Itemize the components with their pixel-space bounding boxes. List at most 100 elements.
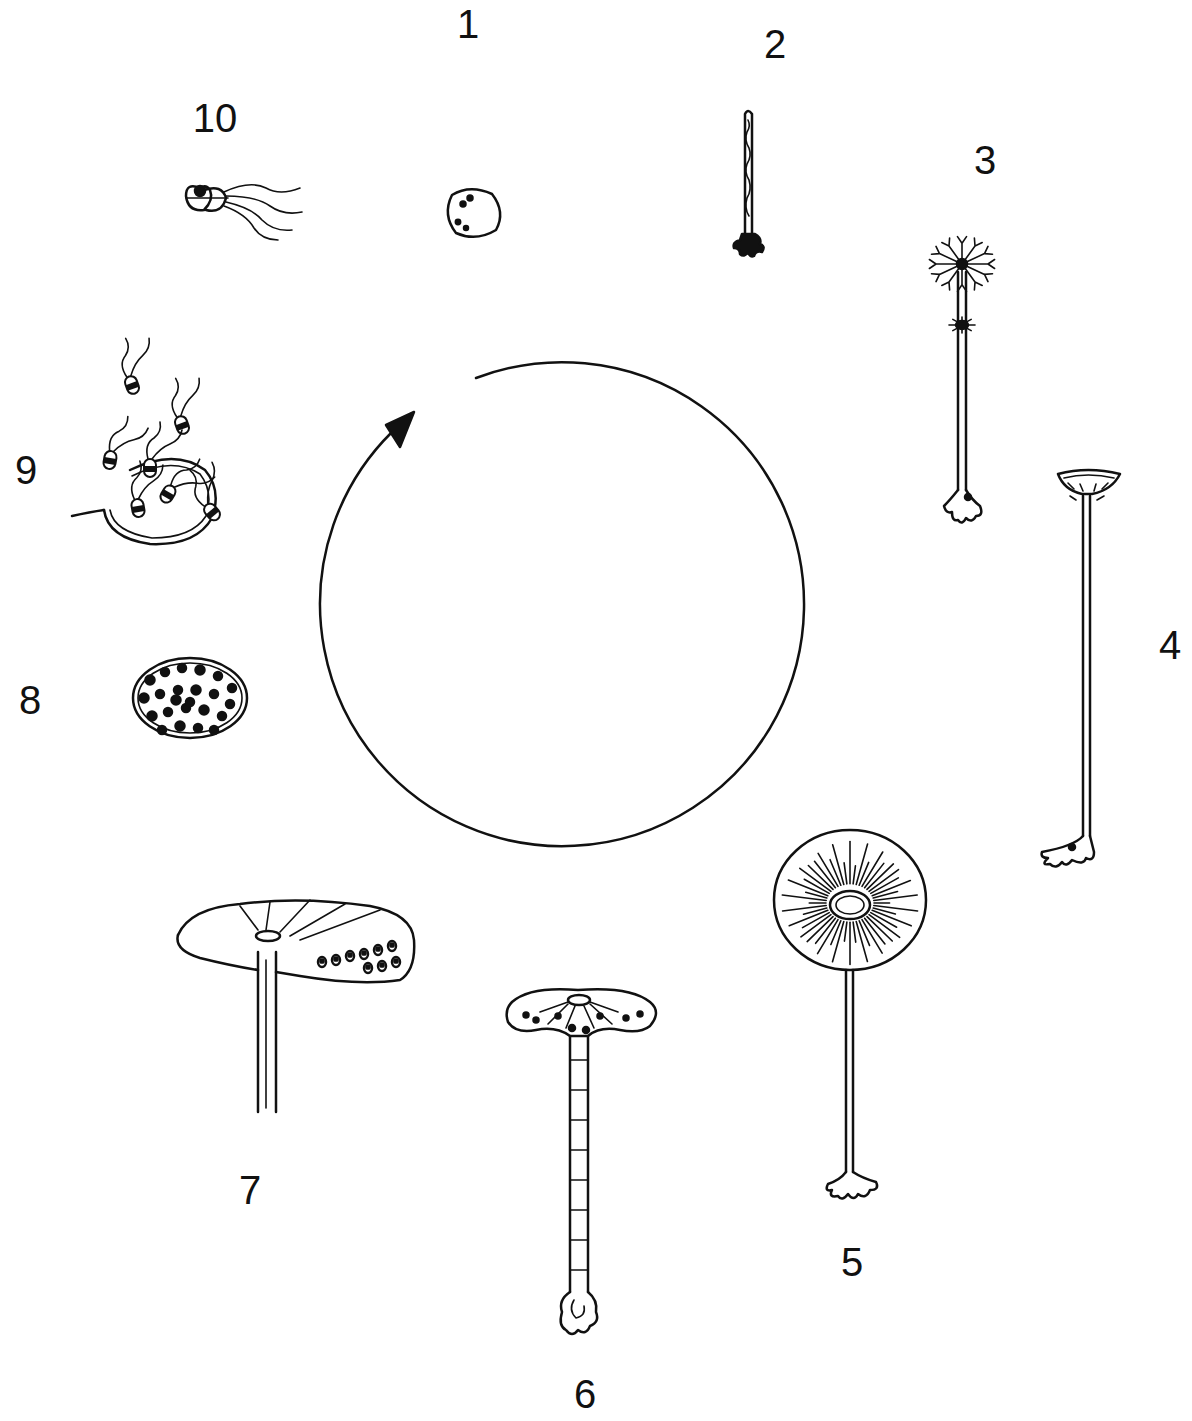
- illustration-stroke: [226, 700, 234, 708]
- illustration-stroke: [598, 1014, 603, 1019]
- illustration-stroke: [192, 686, 201, 695]
- illustration-stroke: [210, 690, 218, 698]
- illustration-stroke: [127, 461, 147, 500]
- illustration-stroke: [957, 268, 966, 291]
- illustration-stroke: [570, 1060, 588, 1270]
- illustration-stroke: [965, 494, 971, 500]
- illustration-stroke: [830, 891, 870, 919]
- illustration-stroke: [856, 922, 867, 962]
- callout-number: 1: [457, 4, 479, 44]
- illustration-stroke: [364, 963, 372, 973]
- illustration-stroke: [1064, 475, 1114, 478]
- illustration-stroke: [774, 830, 926, 970]
- callout-number: 2: [764, 24, 786, 64]
- illustration-stroke: [174, 686, 182, 694]
- illustration-stroke: [852, 970, 855, 1172]
- illustration-stroke: [186, 698, 194, 706]
- illustration-stroke: [204, 188, 226, 211]
- illustration-stroke: [388, 941, 396, 951]
- illustration-stroke: [782, 841, 917, 964]
- illustration-stroke: [348, 953, 351, 956]
- illustration-stroke: [456, 220, 460, 224]
- illustration-stroke: [334, 957, 337, 960]
- illustration-stroke: [378, 961, 386, 971]
- illustration-stroke: [461, 202, 466, 207]
- callout-number: 7: [239, 1170, 261, 1210]
- illustration-stroke: [147, 422, 161, 459]
- illustration-stroke: [200, 706, 209, 715]
- illustration-stroke: [957, 259, 967, 269]
- illustration-stroke: [174, 462, 214, 502]
- illustration-stroke: [257, 952, 260, 1112]
- cap-with-cysts: [177, 900, 414, 1112]
- illustration-stroke: [965, 267, 983, 290]
- illustration-stroke: [103, 450, 118, 470]
- illustration-stroke: [121, 338, 159, 376]
- illustration-stroke: [783, 906, 827, 911]
- illustration-stroke: [218, 712, 226, 720]
- illustration-stroke: [320, 959, 323, 962]
- illustration-stroke: [161, 668, 169, 676]
- illustration-stroke: [965, 272, 968, 490]
- callout-number: 10: [193, 98, 238, 138]
- illustration-stroke: [1058, 470, 1120, 494]
- illustration-stroke: [186, 197, 228, 199]
- illustration-stroke: [929, 259, 957, 268]
- young-stalk: [734, 111, 764, 257]
- illustration-stroke: [104, 459, 216, 544]
- illustration-stroke: [144, 466, 156, 472]
- callout-number: 5: [841, 1242, 863, 1282]
- illustration-stroke: [146, 676, 155, 685]
- illustration-stroke: [587, 1036, 590, 1292]
- illustration-stroke: [827, 1172, 877, 1199]
- illustration-stroke: [1042, 836, 1094, 867]
- illustration-stroke: [809, 902, 826, 904]
- illustration-stroke: [366, 965, 369, 968]
- cycle-arrow: [320, 362, 804, 846]
- illustration-stroke: [874, 895, 917, 900]
- illustration-stroke: [148, 712, 157, 721]
- illustration-stroke: [949, 317, 975, 333]
- callout-number: 6: [574, 1374, 596, 1414]
- illustration-stroke: [320, 362, 804, 846]
- illustration-stroke: [132, 505, 145, 513]
- illustration-stroke: [849, 841, 851, 883]
- illustration-stroke: [194, 724, 202, 732]
- illustration-stroke: [103, 457, 116, 465]
- illustration-stroke: [178, 664, 186, 672]
- illustration-stroke: [214, 672, 222, 680]
- illustration-stroke: [830, 860, 841, 886]
- illustration-stroke: [845, 970, 848, 1172]
- illustration-stroke: [569, 1036, 572, 1292]
- illustration-stroke: [202, 501, 223, 523]
- illustration-stroke: [448, 189, 500, 237]
- illustration-stroke: [932, 246, 958, 262]
- illustration-stroke: [745, 111, 752, 234]
- illustration-stroke: [849, 922, 851, 964]
- illustration-stroke: [534, 1018, 539, 1023]
- illustration-stroke: [256, 931, 280, 941]
- illustration-stroke: [140, 694, 149, 703]
- illustration-stroke: [556, 1014, 561, 1019]
- illustration-stroke: [468, 196, 473, 201]
- illustration-stroke: [583, 1027, 589, 1033]
- illustration-stroke: [571, 1300, 584, 1318]
- illustration-stroke: [956, 321, 968, 329]
- illustration-stroke: [1068, 483, 1108, 491]
- illustration-stroke: [561, 1292, 597, 1334]
- opening-cyst: [72, 331, 242, 544]
- illustration-stroke: [873, 892, 897, 898]
- illustration-stroke: [844, 863, 847, 884]
- illustration-stroke: [206, 507, 219, 519]
- illustration-stroke: [734, 234, 764, 257]
- illustration-stroke: [638, 1012, 643, 1017]
- illustration-stroke: [360, 949, 368, 959]
- illustration-stroke: [942, 267, 960, 290]
- zygote: [448, 189, 500, 237]
- illustration-stroke: [1070, 496, 1104, 500]
- illustration-stroke: [226, 202, 292, 230]
- illustration-stroke: [540, 1002, 618, 1028]
- illustration-stroke: [171, 378, 209, 416]
- illustration-stroke: [932, 266, 958, 282]
- illustration-stroke: [210, 726, 218, 734]
